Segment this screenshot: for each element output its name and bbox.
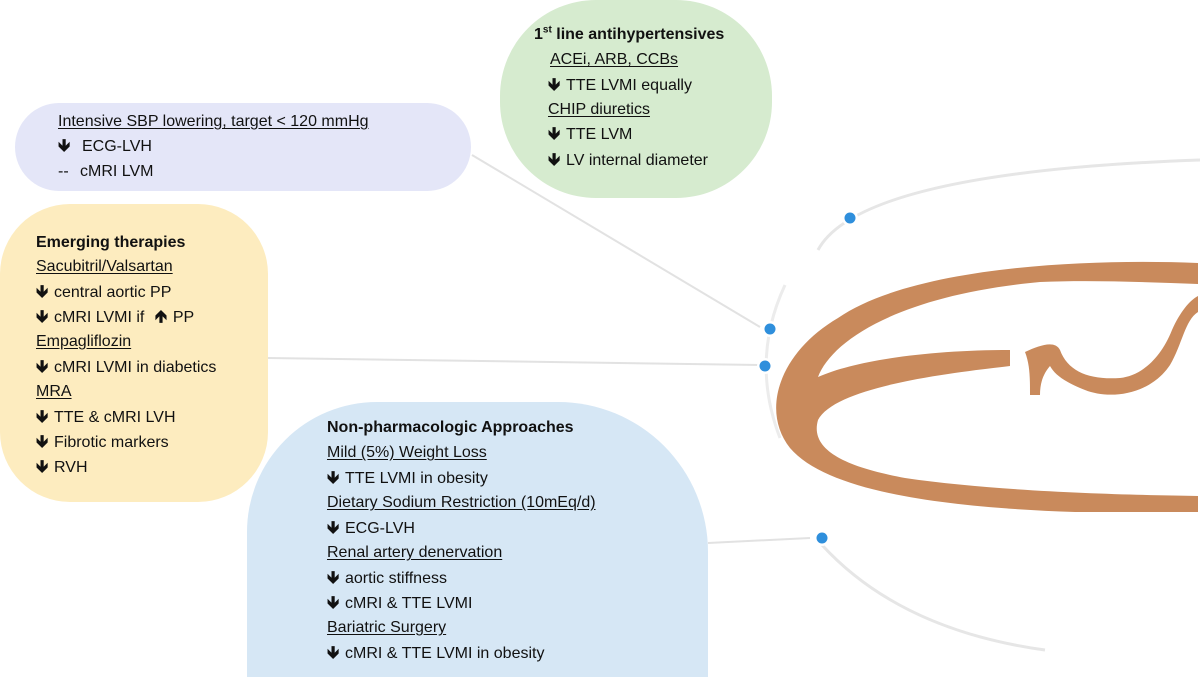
lower-arc — [820, 543, 1046, 652]
nonpharm-item-lvmi-obesity: 🡻cMRI & TTE LVMI in obesity — [327, 643, 545, 662]
first-line-bubble: 1st line antihypertensives ACEi, ARB, CC… — [500, 0, 772, 198]
nonpharm-title: Non-pharmacologic Approaches — [327, 419, 574, 436]
outer-arc — [816, 158, 1200, 251]
marker-dot-left — [759, 360, 771, 372]
first-line-item-tte-lvm: 🡻TTE LVM — [548, 124, 633, 143]
down-arrow-icon: 🡻 — [548, 124, 561, 143]
down-arrow-icon: 🡻 — [36, 282, 49, 301]
emerging-item-lvh: 🡻TTE & cMRI LVH — [36, 407, 176, 426]
first-line-sub-chip: CHIP diuretics — [548, 101, 650, 118]
nonpharm-sub-renal: Renal artery denervation — [327, 544, 503, 561]
first-line-item-lv-diameter: 🡻LV internal diameter — [548, 150, 708, 169]
emerging-sub-mra: MRA — [36, 383, 72, 400]
emerging-item-fibrotic: 🡻Fibrotic markers — [36, 432, 169, 451]
nonpharm-sub-bariatric: Bariatric Surgery — [327, 619, 447, 636]
down-arrow-icon: 🡻 — [327, 643, 340, 662]
nonpharm-item-aortic: 🡻aortic stiffness — [327, 568, 447, 587]
down-arrow-icon: 🡻 — [36, 432, 49, 451]
up-arrow-icon: 🡹 — [154, 307, 168, 326]
emerging-item-rvh: 🡻RVH — [36, 457, 88, 476]
nonpharm-sub-weight-loss: Mild (5%) Weight Loss — [327, 444, 487, 461]
marker-dot-top — [844, 212, 856, 224]
intensive-item-ecg: 🡻ECG-LVH — [58, 136, 152, 155]
connector-line-nonpharm — [707, 537, 811, 544]
down-arrow-icon: 🡻 — [36, 457, 49, 476]
marker-dot-bottom — [816, 532, 828, 544]
no-change-dash-icon: -- — [58, 163, 69, 180]
emerging-sub-sacubitril: Sacubitril/Valsartan — [36, 258, 173, 275]
connector-line-emerging — [267, 357, 761, 366]
emerging-item-aortic-pp: 🡻central aortic PP — [36, 282, 172, 301]
marker-dots — [757, 210, 858, 546]
down-arrow-icon: 🡻 — [36, 407, 49, 426]
emerging-item-diabetics: 🡻cMRI LVMI in diabetics — [36, 357, 217, 376]
nonpharm-item-obesity: 🡻TTE LVMI in obesity — [327, 468, 488, 487]
first-line-title: 1st line antihypertensives — [534, 24, 725, 43]
down-arrow-icon: 🡻 — [327, 468, 340, 487]
down-arrow-icon: 🡻 — [36, 307, 49, 326]
connector-line-intensive — [471, 154, 761, 328]
emerging-sub-empagliflozin: Empagliflozin — [36, 333, 132, 350]
non-pharmacologic-bubble: Non-pharmacologic Approaches Mild (5%) W… — [247, 402, 708, 677]
nonpharm-item-ecg: 🡻ECG-LVH — [327, 518, 415, 537]
down-arrow-icon: 🡻 — [327, 568, 340, 587]
first-line-item-tte-lvmi: 🡻TTE LVMI equally — [548, 75, 692, 94]
intensive-item-cmri: --cMRI LVM — [58, 163, 154, 180]
emerging-title: Emerging therapies — [36, 234, 186, 251]
heart-septum-icon — [1025, 296, 1198, 395]
intensive-sbp-bubble: Intensive SBP lowering, target < 120 mmH… — [15, 103, 471, 191]
down-arrow-icon: 🡻 — [327, 518, 340, 537]
marker-dot-mid — [764, 323, 776, 335]
emerging-item-cmri-if-pp: 🡻cMRI LVMI if 🡹PP — [36, 307, 195, 326]
intensive-title: Intensive SBP lowering, target < 120 mmH… — [58, 113, 369, 130]
down-arrow-icon: 🡻 — [58, 136, 71, 155]
down-arrow-icon: 🡻 — [548, 150, 561, 169]
first-line-sub-acei: ACEi, ARB, CCBs — [550, 51, 679, 68]
nonpharm-sub-sodium: Dietary Sodium Restriction (10mEq/d) — [327, 494, 596, 511]
down-arrow-icon: 🡻 — [36, 357, 49, 376]
nonpharm-item-lvmi: 🡻cMRI & TTE LVMI — [327, 593, 473, 612]
heart-outline-icon — [776, 261, 1198, 512]
emerging-therapies-bubble: Emerging therapies Sacubitril/Valsartan … — [0, 204, 268, 502]
down-arrow-icon: 🡻 — [327, 593, 340, 612]
down-arrow-icon: 🡻 — [548, 75, 561, 94]
